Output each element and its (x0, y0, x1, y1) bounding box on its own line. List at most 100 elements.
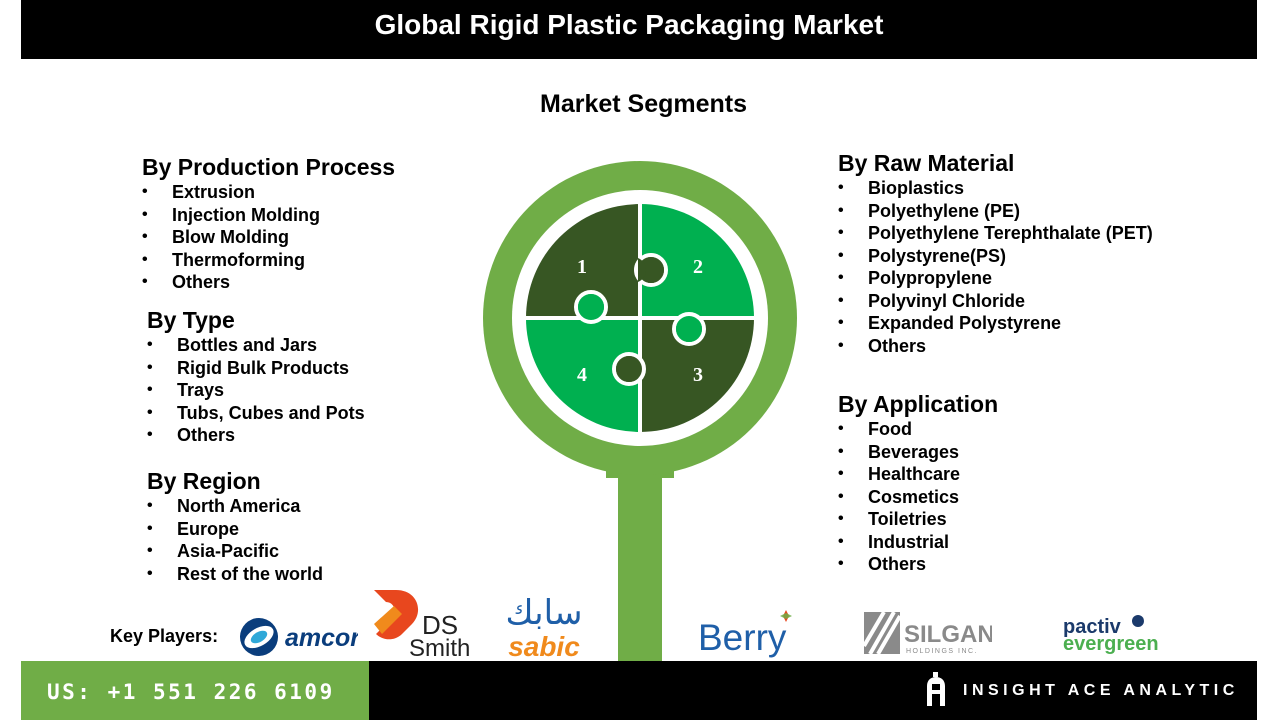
bullet-icon: • (838, 487, 844, 505)
list-item: •Others (147, 424, 235, 447)
list-item: •Toiletries (838, 508, 998, 531)
sabic-logo: سابك sabic (506, 594, 583, 660)
list-item: • North America (147, 495, 300, 518)
segment-region: By Region •North America•Europe•Asia-Pac… (147, 467, 323, 586)
amcor-mark-core (250, 630, 268, 644)
ds-wordmark: DS (422, 610, 458, 640)
list-item: •Thermoforming (142, 249, 395, 272)
puzzle-piece-1 (526, 204, 640, 318)
list-item-text: Blow Molding (172, 227, 289, 247)
bullet-icon: • (147, 403, 153, 421)
list-item-text: Polystyrene(PS) (868, 245, 1007, 266)
segment-list: •Bioplastics•Polyethylene (PE)•Polyethyl… (838, 177, 1153, 357)
logo-dot (933, 672, 938, 677)
silgan-wordmark: SILGAN (904, 621, 992, 648)
bullet-icon: • (838, 532, 844, 550)
bullet-icon: • (838, 555, 844, 572)
list-item-text: North America (177, 496, 301, 516)
list-item-text: Industrial (868, 531, 950, 552)
magnifier-handle (618, 466, 662, 665)
list-item-text: Polyethylene (PE) (868, 200, 1021, 221)
smith-wordmark: Smith (409, 635, 470, 660)
sabic-wordmark: sabic (508, 631, 580, 660)
bullet-icon: • (838, 336, 844, 354)
ds-smith-mark-accent (374, 606, 402, 634)
segments-title: Market Segments (540, 90, 748, 118)
list-item-text: Others (868, 554, 927, 574)
list-item: •Trays (147, 379, 235, 402)
bullet-icon: • (147, 381, 153, 398)
segment-list: •North America•Europe•Asia-Pacific•Rest … (147, 495, 323, 586)
list-item: •Rigid Bulk Products (147, 357, 349, 380)
bullet-icon: • (147, 564, 153, 582)
amcor-logo: amcor (240, 618, 358, 656)
list-item: •Cosmetics (838, 486, 998, 509)
bullet-icon: • (838, 201, 844, 219)
brand-name: INSIGHT ACE ANALYTIC (963, 682, 1239, 699)
list-item: • Industrial (838, 531, 998, 554)
list-item-text: Tubs, Cubes and Pots (177, 402, 365, 423)
segment-list: •Bottles and Jars•Rigid Bulk Products•Tr… (147, 334, 365, 447)
list-item: • Others (838, 553, 998, 576)
bullet-icon: • (838, 314, 844, 331)
bullet-icon: • (838, 291, 844, 309)
list-item-text: Others (177, 425, 236, 445)
berry-wordmark: Berry (698, 617, 787, 658)
bullet-icon: • (147, 519, 153, 537)
list-item-text: Expanded Polystyrene (868, 313, 1062, 333)
puzzle-label-4: 4 (577, 364, 587, 386)
puzzle-knob-fill (676, 316, 702, 342)
list-item: • Polystyrene(PS) (838, 245, 1014, 268)
list-item: •Polyvinyl Chloride (838, 290, 1025, 313)
segment-application: By Application •Food•Beverages•Healthcar… (838, 390, 998, 576)
sabic-arabic-wordmark: سابك (506, 594, 583, 633)
list-item-text: Rigid Bulk Products (177, 357, 350, 378)
bullet-icon: • (142, 250, 148, 268)
list-item-text: Others (172, 272, 231, 292)
segment-heading: By Production Process (142, 154, 396, 180)
list-item: •Europe (147, 518, 261, 541)
list-item-text: Beverages (868, 441, 960, 462)
list-item: •Others (142, 271, 395, 294)
pactiv-wordmark: pactiv (1063, 616, 1122, 638)
list-item: •Polyethylene Terephthalate (PET) (838, 222, 1153, 245)
berry-star-accent (780, 613, 792, 619)
list-item: • Injection Molding (142, 204, 395, 227)
list-item-text: Injection Molding (172, 204, 320, 225)
bullet-icon: • (838, 269, 844, 286)
key-players-label: Key Players: (110, 626, 219, 646)
bullet-icon: • (142, 205, 148, 223)
list-item: •Rest of the world (147, 563, 323, 586)
list-item: • Polyethylene (PE) (838, 200, 1020, 223)
puzzle-label-1: 1 (577, 256, 587, 278)
list-item: • Polypropylene (838, 267, 1014, 290)
pactiv-evergreen-logo: pactiv evergreen (1063, 615, 1159, 654)
title-bar: Global Rigid Plastic Packaging Market (21, 0, 1257, 59)
bullet-icon: • (838, 224, 844, 241)
list-item: • Tubs, Cubes and Pots (147, 402, 365, 425)
footer-brand-bar: INSIGHT ACE ANALYTIC (369, 661, 1257, 720)
bullet-icon: • (838, 442, 844, 460)
bullet-icon: • (838, 246, 844, 264)
segment-list: •Extrusion•Injection Molding•Blow Moldin… (142, 181, 395, 294)
puzzle-label-2: 2 (693, 256, 703, 278)
ds-smith-logo: DS Smith (374, 590, 470, 660)
list-item: •Extrusion (142, 181, 395, 204)
list-item-text: Polypropylene (868, 268, 993, 288)
insight-ace-logo-icon (927, 672, 945, 706)
puzzle-label-3: 3 (693, 364, 703, 386)
bullet-icon: • (142, 228, 148, 245)
pactiv-dot-icon (1132, 615, 1144, 627)
puzzle-piece-3 (640, 318, 754, 432)
segment-list: •Food•Beverages•Healthcare•Cosmetics•Toi… (838, 418, 998, 576)
magnifier-puzzle-graphic: 1 2 3 4 (483, 161, 797, 665)
phone-number: US: +1 551 226 6109 (47, 680, 335, 704)
segment-heading: By Raw Material (838, 150, 1015, 176)
list-item: • Blow Molding (142, 226, 395, 249)
page-title: Global Rigid Plastic Packaging Market (374, 9, 884, 40)
segment-heading: By Type (147, 307, 235, 333)
berry-logo: Berry (698, 610, 792, 658)
bullet-icon: • (147, 497, 153, 514)
list-item: •Bottles and Jars (147, 334, 317, 357)
silgan-subtitle: HOLDINGS INC. (906, 648, 978, 655)
